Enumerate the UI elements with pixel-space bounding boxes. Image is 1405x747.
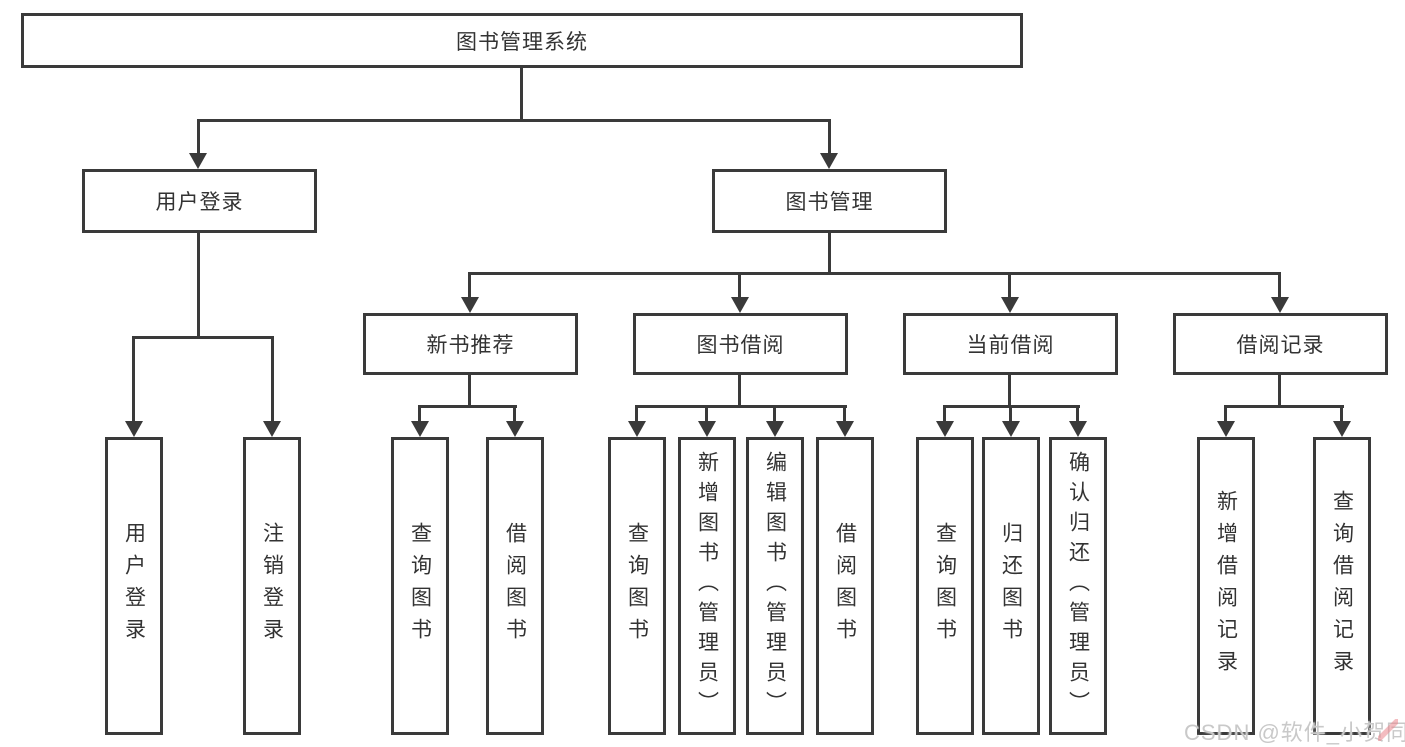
leaf-query-borrow-record: 查询借阅记录 xyxy=(1313,437,1371,735)
leaf-user-login-label: 用户登录 xyxy=(122,522,146,650)
connector-leaf xyxy=(513,405,516,423)
node-current-borrow: 当前借阅 xyxy=(903,313,1118,375)
node-new-book-recommend-label: 新书推荐 xyxy=(426,334,515,357)
arrow-down-icon xyxy=(936,421,954,437)
leaf-confirm-return-admin: 确认归还（管理员） xyxy=(1049,437,1107,735)
connector-level2-branch xyxy=(197,119,831,122)
connector-to-leaf-user-login xyxy=(132,336,135,423)
leaf-newbook-query-books: 查询图书 xyxy=(391,437,449,735)
connector-to-leaf-logout xyxy=(271,336,274,423)
arrow-down-icon xyxy=(766,421,784,437)
arrow-down-icon xyxy=(1333,421,1351,437)
leaf-return-books-label: 归还图书 xyxy=(999,522,1023,650)
arrow-down-icon xyxy=(461,297,479,313)
connector-to-book-borrow xyxy=(738,272,741,299)
node-root: 图书管理系统 xyxy=(21,13,1023,68)
arrow-down-icon xyxy=(1002,421,1020,437)
leaf-edit-books-admin-label: 编辑图书（管理员） xyxy=(763,451,787,721)
connector-to-borrow-record xyxy=(1278,272,1281,299)
node-book-management: 图书管理 xyxy=(712,169,947,233)
connector-leaf xyxy=(943,405,946,423)
leaf-logout-label: 注销登录 xyxy=(260,522,284,650)
arrow-down-icon xyxy=(698,421,716,437)
node-user-login: 用户登录 xyxy=(82,169,317,233)
connector-currentborrow-stem xyxy=(1008,375,1011,408)
node-book-borrow-label: 图书借阅 xyxy=(696,334,785,357)
connector-user-login-branch xyxy=(132,336,274,339)
connector-bookborrow-stem xyxy=(738,375,741,408)
connector-book-mgmt-stem xyxy=(828,233,831,275)
leaf-newbook-borrow-books-label: 借阅图书 xyxy=(503,522,527,650)
connector-borrowrecord-branch xyxy=(1224,405,1344,408)
connector-root-stem xyxy=(520,68,523,119)
arrow-down-icon xyxy=(125,421,143,437)
leaf-return-books: 归还图书 xyxy=(982,437,1040,735)
arrow-down-icon xyxy=(628,421,646,437)
arrow-down-icon xyxy=(820,153,838,169)
arrow-down-icon xyxy=(731,297,749,313)
leaf-borrow-books: 借阅图书 xyxy=(816,437,874,735)
leaf-current-query-books: 查询图书 xyxy=(916,437,974,735)
leaf-newbook-query-books-label: 查询图书 xyxy=(408,522,432,650)
arrow-down-icon xyxy=(836,421,854,437)
connector-leaf xyxy=(1009,405,1012,423)
arrow-down-icon xyxy=(1001,297,1019,313)
connector-leaf xyxy=(1224,405,1227,423)
leaf-add-borrow-record: 新增借阅记录 xyxy=(1197,437,1255,735)
connector-newbook-stem xyxy=(468,375,471,408)
connector-to-current-borrow xyxy=(1008,272,1011,299)
node-root-label: 图书管理系统 xyxy=(456,30,588,54)
arrow-down-icon xyxy=(1217,421,1235,437)
node-user-login-label: 用户登录 xyxy=(155,191,244,214)
node-borrow-record: 借阅记录 xyxy=(1173,313,1388,375)
connector-leaf xyxy=(773,405,776,423)
connector-leaf xyxy=(843,405,846,423)
connector-leaf xyxy=(1076,405,1079,423)
connector-leaf xyxy=(418,405,421,423)
leaf-current-query-books-label: 查询图书 xyxy=(933,522,957,650)
connector-bookborrow-branch xyxy=(635,405,847,408)
connector-to-user-login xyxy=(197,119,200,155)
leaf-logout: 注销登录 xyxy=(243,437,301,735)
leaf-borrow-query-books: 查询图书 xyxy=(608,437,666,735)
arrow-down-icon xyxy=(189,153,207,169)
leaf-newbook-borrow-books: 借阅图书 xyxy=(486,437,544,735)
node-book-management-label: 图书管理 xyxy=(785,191,874,214)
leaf-add-books-admin-label: 新增图书（管理员） xyxy=(695,451,719,721)
leaf-add-books-admin: 新增图书（管理员） xyxy=(678,437,736,735)
leaf-confirm-return-admin-label: 确认归还（管理员） xyxy=(1066,451,1090,721)
leaf-borrow-query-books-label: 查询图书 xyxy=(625,522,649,650)
connector-borrowrecord-stem xyxy=(1278,375,1281,408)
node-book-borrow: 图书借阅 xyxy=(633,313,848,375)
leaf-add-borrow-record-label: 新增借阅记录 xyxy=(1214,490,1238,682)
arrow-down-icon xyxy=(411,421,429,437)
connector-leaf xyxy=(635,405,638,423)
connector-level3-branch xyxy=(468,272,1281,275)
leaf-edit-books-admin: 编辑图书（管理员） xyxy=(746,437,804,735)
leaf-borrow-books-label: 借阅图书 xyxy=(833,522,857,650)
arrow-down-icon xyxy=(263,421,281,437)
connector-leaf xyxy=(705,405,708,423)
connector-user-login-stem xyxy=(197,233,200,339)
connector-leaf xyxy=(1340,405,1343,423)
connector-newbook-branch xyxy=(418,405,517,408)
arrow-down-icon xyxy=(1069,421,1087,437)
leaf-user-login: 用户登录 xyxy=(105,437,163,735)
leaf-query-borrow-record-label: 查询借阅记录 xyxy=(1330,490,1354,682)
node-new-book-recommend: 新书推荐 xyxy=(363,313,578,375)
node-current-borrow-label: 当前借阅 xyxy=(966,334,1055,357)
arrow-down-icon xyxy=(1271,297,1289,313)
connector-to-new-book xyxy=(468,272,471,299)
csdn-watermark: CSDN @软件_小贺同学 xyxy=(1184,720,1405,745)
arrow-down-icon xyxy=(506,421,524,437)
node-borrow-record-label: 借阅记录 xyxy=(1236,334,1325,357)
connector-to-book-management xyxy=(828,119,831,155)
